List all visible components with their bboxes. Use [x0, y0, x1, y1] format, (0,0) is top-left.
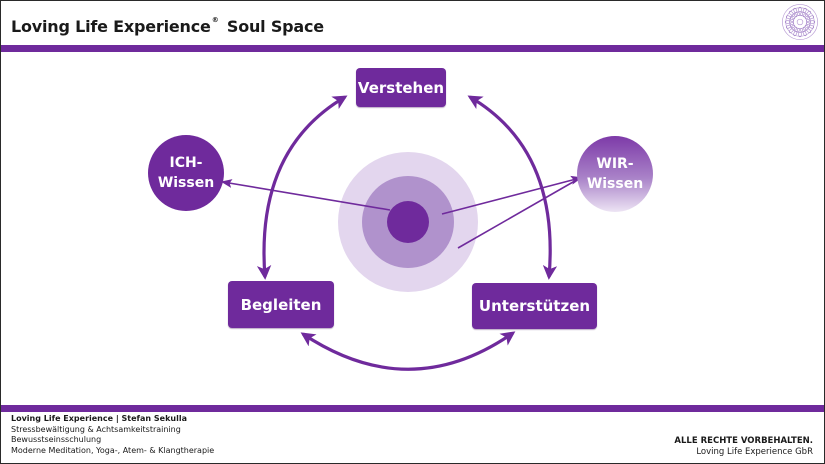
arrow-begleiten-unterstuetzen — [300, 331, 516, 371]
arrow-verstehen-unterstuetzen — [467, 95, 558, 280]
page-title: Loving Life Experience® Soul Space — [11, 16, 324, 36]
node-wir-wissen: WIR- Wissen — [577, 136, 653, 212]
mandala-logo-icon — [782, 4, 818, 40]
ich-line2: Wissen — [157, 175, 215, 191]
line-middle-to-wir — [441, 175, 583, 215]
line-core-to-ich — [220, 179, 391, 211]
wir-line1: WIR- — [596, 156, 634, 172]
footer-company: Loving Life Experience | Stefan Sekulla — [11, 414, 187, 423]
header-divider-bar — [1, 45, 824, 52]
footer-service-2: Bewusstseinsschulung — [11, 435, 102, 444]
title-brand: Loving Life Experience — [11, 17, 211, 36]
line-outer-to-wir — [457, 177, 581, 249]
node-unterstuetzen-label: Unterstützen — [478, 297, 591, 315]
node-verstehen: Verstehen — [356, 68, 446, 107]
footer-service-1: Stressbewältigung & Achtsamkeitstraining — [11, 424, 181, 434]
node-verstehen-label: Verstehen — [357, 78, 445, 97]
title-suffix: Soul Space — [226, 17, 324, 36]
node-begleiten-label: Begleiten — [240, 295, 322, 314]
inner-core — [387, 201, 429, 243]
node-ich-wissen: ICH- Wissen — [148, 135, 224, 211]
footer-service-3: Moderne Meditation, Yoga-, Atem- & Klang… — [11, 445, 215, 455]
copyright-notice: ALLE RECHTE VORBEHALTEN. — [674, 436, 813, 446]
arrow-verstehen-begleiten — [256, 95, 348, 280]
ich-line1: ICH- — [169, 155, 203, 171]
wir-line2: Wissen — [586, 176, 644, 192]
copyright-owner: Loving Life Experience GbR — [696, 447, 813, 457]
registered-mark: ® — [211, 16, 219, 24]
node-unterstuetzen: Unterstützen — [472, 283, 597, 329]
footer-copyright: ALLE RECHTE VORBEHALTEN. Loving Life Exp… — [674, 436, 813, 458]
node-begleiten: Begleiten — [228, 281, 334, 328]
footer-contact: Loving Life Experience | Stefan Sekulla … — [11, 414, 214, 456]
footer-divider-bar — [1, 405, 824, 412]
